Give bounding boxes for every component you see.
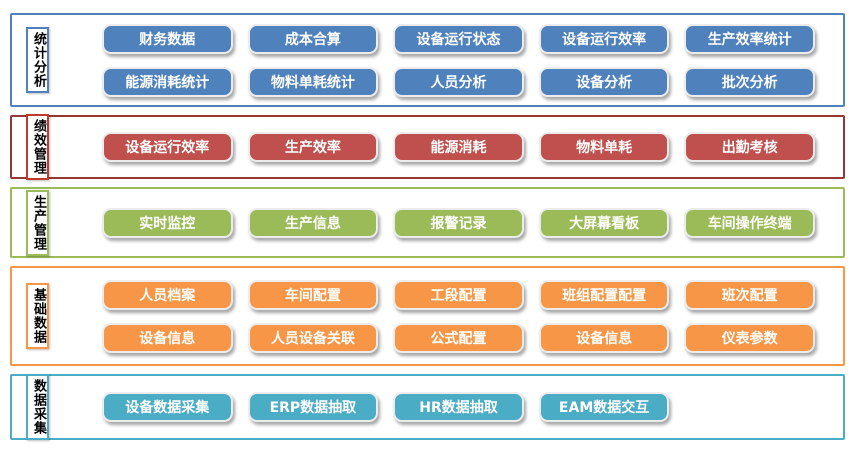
section-label: 生产管理: [30, 194, 46, 251]
module-button[interactable]: EAM数据交互: [538, 392, 670, 422]
section-label: 数据采集: [30, 379, 46, 435]
section-label: 统计分析: [30, 32, 46, 88]
module-button[interactable]: 批次分析: [684, 66, 815, 97]
button-grid: 财务数据 成本合算 设备运行状态 设备运行效率 生产效率统计 能源消耗统计 物料…: [102, 23, 815, 97]
module-button[interactable]: 设备信息: [102, 322, 233, 353]
module-button[interactable]: 大屏幕看板: [538, 207, 670, 238]
module-button[interactable]: 物料单耗统计: [247, 66, 379, 97]
section-label-box: 绩效管理: [26, 114, 49, 180]
module-button[interactable]: 能源消耗统计: [102, 66, 233, 97]
section-label: 基础数据: [30, 288, 46, 344]
module-button[interactable]: 人员分析: [393, 66, 524, 97]
module-button[interactable]: 生产效率统计: [684, 23, 815, 54]
section-label-box: 基础数据: [26, 283, 49, 349]
module-button[interactable]: 设备分析: [538, 66, 670, 97]
module-button[interactable]: 仪表参数: [684, 322, 815, 353]
module-button[interactable]: ERP数据抽取: [247, 392, 379, 422]
module-button[interactable]: 人员设备关联: [247, 322, 379, 353]
section-label-box: 数据采集: [26, 374, 49, 440]
module-button[interactable]: 人员档案: [102, 279, 233, 310]
module-button[interactable]: 能源消耗: [393, 132, 524, 162]
section-label-box: 统计分析: [26, 27, 49, 93]
section-data-collection: 数据采集 设备数据采集 ERP数据抽取 HR数据抽取 EAM数据交互: [10, 374, 845, 440]
module-button[interactable]: 生产效率: [247, 132, 379, 162]
section-label-box: 生产管理: [26, 189, 49, 256]
module-button[interactable]: 设备运行效率: [102, 132, 233, 162]
button-grid: 设备运行效率 生产效率 能源消耗 物料单耗 出勤考核: [102, 132, 815, 162]
module-button[interactable]: 工段配置: [393, 279, 524, 310]
module-button[interactable]: 实时监控: [102, 207, 233, 238]
module-button[interactable]: 设备运行状态: [393, 23, 524, 54]
module-button[interactable]: 报警记录: [393, 207, 524, 238]
module-button[interactable]: 出勤考核: [684, 132, 815, 162]
module-button[interactable]: 设备信息: [538, 322, 670, 353]
module-button[interactable]: HR数据抽取: [393, 392, 524, 422]
module-button[interactable]: 物料单耗: [538, 132, 670, 162]
module-button[interactable]: 生产信息: [247, 207, 379, 238]
module-button[interactable]: 班组配置配置: [538, 279, 670, 310]
button-grid: 实时监控 生产信息 报警记录 大屏幕看板 车间操作终端: [102, 207, 815, 238]
module-button[interactable]: 财务数据: [102, 23, 233, 54]
section-basic-data: 基础数据 人员档案 车间配置 工段配置 班组配置配置 班次配置 设备信息 人员设…: [10, 266, 845, 366]
module-button[interactable]: 设备数据采集: [102, 392, 233, 422]
section-performance-management: 绩效管理 设备运行效率 生产效率 能源消耗 物料单耗 出勤考核: [10, 114, 845, 180]
section-production-management: 生产管理 实时监控 生产信息 报警记录 大屏幕看板 车间操作终端: [10, 187, 845, 258]
module-button[interactable]: 公式配置: [393, 322, 524, 353]
module-button[interactable]: 设备运行效率: [538, 23, 670, 54]
module-button[interactable]: 班次配置: [684, 279, 815, 310]
module-button[interactable]: 成本合算: [247, 23, 379, 54]
section-statistical-analysis: 统计分析 财务数据 成本合算 设备运行状态 设备运行效率 生产效率统计 能源消耗…: [10, 13, 845, 107]
button-grid: 设备数据采集 ERP数据抽取 HR数据抽取 EAM数据交互: [102, 392, 815, 422]
button-grid: 人员档案 车间配置 工段配置 班组配置配置 班次配置 设备信息 人员设备关联 公…: [102, 279, 815, 353]
module-button[interactable]: 车间配置: [247, 279, 379, 310]
section-label: 绩效管理: [30, 119, 46, 175]
module-button[interactable]: 车间操作终端: [684, 207, 815, 238]
